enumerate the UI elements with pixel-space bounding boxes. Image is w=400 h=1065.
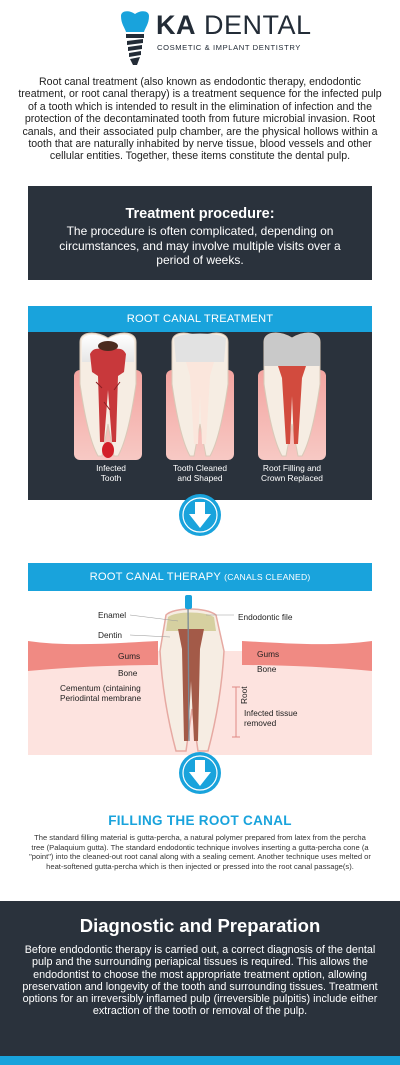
label-cementum: Cementum (cintaining Periodintal membran… [60,683,142,703]
teeth-illustration [74,332,326,460]
label-root: Root [239,686,249,704]
label-line: Infected tissue [244,708,298,718]
filled-tooth-icon [258,332,326,460]
panel-title-sub: (CANALS CLEANED) [224,572,311,582]
infected-tooth-icon [74,332,142,460]
procedure-text: The procedure is often complicated, depe… [59,224,341,267]
brand-bold: KA [156,10,196,40]
diagnostic-section: Diagnostic and Preparation Before endodo… [0,901,400,1065]
label-enamel: Enamel [98,610,127,620]
label-endodontic-file: Endodontic file [238,612,293,622]
caption-line: and Shaped [177,473,223,483]
panel-title: ROOT CANAL TREATMENT [28,306,372,332]
label-line: removed [244,717,277,728]
tooth-cross-section-diagram [28,591,372,755]
panel-title-main: ROOT CANAL THERAPY [89,571,225,583]
caption-line: Tooth Cleaned [172,463,227,473]
diagnostic-title: Diagnostic and Preparation [79,915,321,936]
label-gums-left: Gums [118,651,141,661]
down-arrow-icon [178,493,222,537]
brand-tagline: COSMETIC & IMPLANT DENTISTRY [157,43,301,52]
down-arrow-icon [178,751,222,795]
brand-name: KA DENTAL [156,10,312,41]
intro-paragraph: Root canal treatment (also known as endo… [18,76,382,163]
cleaned-tooth-icon [166,332,234,460]
footer-stripe [0,1056,400,1065]
tooth-caption-3: Root Filling and Crown Replaced [250,463,334,483]
filling-title: FILLING THE ROOT CANAL [108,813,292,828]
caption-line: Crown Replaced [261,473,323,483]
label-dentin: Dentin [98,630,122,640]
procedure-title: Treatment procedure: [125,206,275,222]
procedure-box: Treatment procedure: The procedure is of… [28,186,372,280]
caption-line: Infected [96,463,126,473]
diagnostic-text: Before endodontic therapy is carried out… [22,944,378,1018]
label-bone-left: Bone [118,668,138,678]
brand-rest: DENTAL [196,10,312,40]
label-line: Periodintal membrane [60,692,142,703]
label-gums-right: Gums [257,649,280,659]
tooth-caption-2: Tooth Cleaned and Shaped [160,463,240,483]
tooth-implant-icon [118,10,152,66]
filling-text: The standard filling material is gutta-p… [29,833,371,872]
panel-title: ROOT CANAL THERAPY (CANALS CLEANED) [28,563,372,591]
label-infected-tissue: Infected tissue removed [244,708,298,728]
caption-line: Root Filling and [262,463,322,473]
label-bone-right: Bone [257,664,277,674]
caption-line: Tooth [100,473,122,483]
label-line: Cementum (cintaining [60,683,141,693]
tooth-caption-1: Infected Tooth [71,463,151,483]
